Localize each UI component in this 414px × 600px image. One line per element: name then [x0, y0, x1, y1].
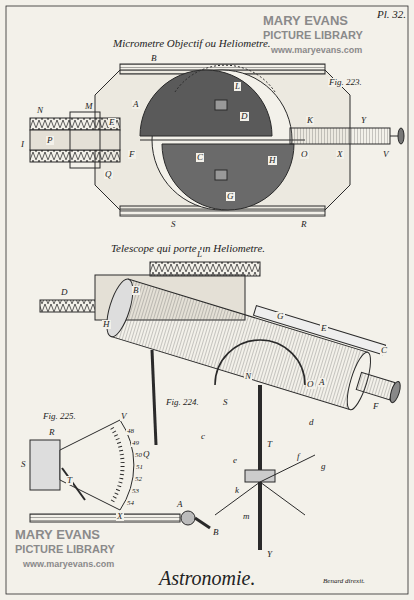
plate-heading: Telescope qui porte un Heliometre.: [110, 243, 266, 255]
plate-heading: Benard direxit.: [322, 578, 366, 585]
plate-heading: Pl. 32.: [376, 9, 407, 21]
callout-letter: C: [196, 153, 204, 162]
callout-letter: S: [222, 398, 229, 407]
callout-letter: m: [242, 512, 251, 521]
callout-letter: 53: [131, 488, 140, 495]
callout-letter: D: [240, 112, 249, 121]
callout-letter: M: [84, 102, 94, 111]
callout-letter: D: [60, 288, 69, 297]
callout-letter: H: [102, 320, 111, 329]
plate-caption: Astronomie.: [158, 568, 256, 589]
watermark: MARY EVANS: [262, 14, 349, 28]
callout-letter: A: [318, 378, 326, 387]
callout-letter: O: [306, 380, 315, 389]
heliometer-plate: [30, 64, 404, 216]
callout-letter: 49: [131, 440, 140, 447]
callout-letter: L: [234, 82, 241, 91]
callout-letter: Q: [142, 450, 151, 459]
callout-letter: c: [200, 432, 206, 441]
watermark: www.maryevans.com: [22, 560, 115, 569]
callout-letter: 52: [134, 476, 143, 483]
watermark: www.maryevans.com: [270, 46, 363, 55]
plate-heading: Fig. 225.: [42, 412, 77, 421]
callout-letter: f: [296, 452, 301, 461]
callout-letter: E: [108, 118, 116, 127]
callout-letter: F: [128, 150, 136, 159]
callout-letter: d: [308, 418, 315, 427]
callout-letter: I: [20, 140, 25, 149]
callout-letter: X: [336, 150, 344, 159]
callout-letter: T: [266, 440, 273, 449]
callout-letter: 50: [134, 452, 143, 459]
callout-letter: 48: [126, 428, 135, 435]
callout-letter: G: [276, 312, 285, 321]
rod: [30, 511, 210, 528]
watermark: PICTURE LIBRARY: [262, 30, 364, 42]
callout-letter: B: [212, 528, 220, 537]
callout-letter: V: [120, 412, 128, 421]
plate-heading: Fig. 224.: [165, 398, 200, 407]
callout-letter: S: [20, 460, 27, 469]
callout-letter: O: [300, 150, 309, 159]
scale-sector: [30, 420, 134, 510]
callout-letter: Y: [360, 116, 367, 125]
callout-letter: k: [234, 486, 240, 495]
callout-letter: F: [372, 402, 380, 411]
callout-letter: g: [320, 462, 327, 471]
plate-heading: Fig. 223.: [328, 78, 363, 87]
callout-letter: Q: [104, 170, 113, 179]
callout-letter: Y: [266, 550, 273, 559]
callout-letter: C: [380, 346, 388, 355]
callout-letter: 54: [126, 500, 135, 507]
watermark: MARY EVANS: [14, 528, 101, 542]
callout-letter: 51: [135, 464, 144, 471]
plate-heading: Micrometre Objectif ou Heliometre.: [112, 38, 272, 50]
callout-letter: N: [244, 372, 252, 381]
watermark: PICTURE LIBRARY: [14, 544, 116, 556]
callout-letter: S: [170, 220, 177, 229]
callout-letter: B: [150, 54, 158, 63]
callout-letter: B: [132, 286, 140, 295]
callout-letter: A: [132, 100, 140, 109]
callout-letter: N: [36, 106, 44, 115]
callout-letter: R: [48, 428, 56, 437]
callout-letter: V: [382, 150, 390, 159]
callout-letter: E: [320, 324, 328, 333]
callout-letter: H: [268, 156, 277, 165]
callout-letter: e: [232, 456, 238, 465]
callout-letter: T: [66, 476, 73, 485]
callout-letter: P: [46, 136, 54, 145]
callout-letter: R: [300, 220, 308, 229]
telescope: [40, 262, 411, 550]
callout-letter: G: [226, 192, 235, 201]
callout-letter: L: [196, 250, 203, 259]
callout-letter: A: [176, 500, 184, 509]
callout-letter: K: [306, 116, 314, 125]
callout-letter: X: [116, 512, 124, 521]
